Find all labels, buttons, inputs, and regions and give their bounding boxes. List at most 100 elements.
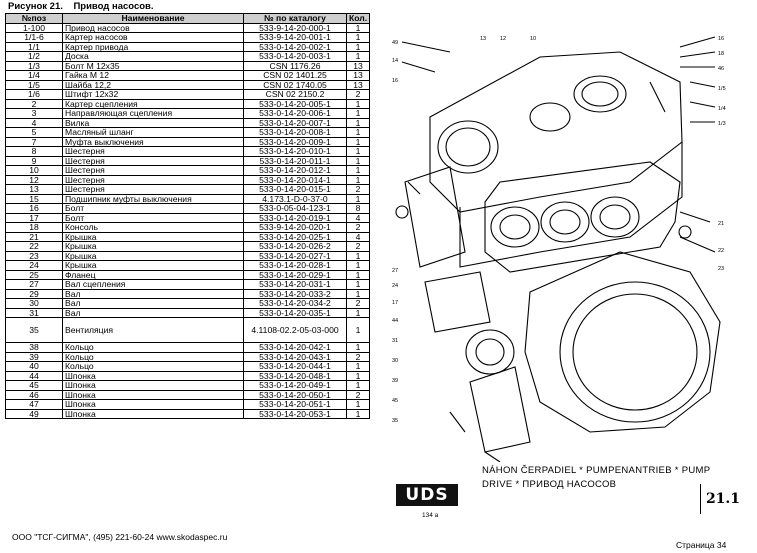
cell-position: 21 bbox=[5, 231, 63, 242]
cell-name: Штифт 12x32 bbox=[62, 89, 244, 100]
cell-position: 1/2 bbox=[5, 51, 63, 62]
svg-text:17: 17 bbox=[392, 300, 398, 306]
cell-quantity: 2 bbox=[345, 241, 371, 252]
cell-position: 23 bbox=[5, 250, 63, 261]
cell-name: Вентиляция bbox=[62, 317, 244, 343]
cell-position: 17 bbox=[5, 212, 63, 223]
svg-text:46: 46 bbox=[718, 66, 724, 72]
svg-text:45: 45 bbox=[392, 398, 398, 404]
cell-catalog-number: 533-0-14-20-031-1 bbox=[243, 279, 347, 290]
cell-position: 2 bbox=[5, 98, 63, 109]
cell-position: 4 bbox=[5, 117, 63, 128]
uds-logo: UDS 134 a bbox=[396, 484, 460, 522]
svg-text:27: 27 bbox=[392, 268, 398, 274]
cell-name: Подшипник муфты выключения bbox=[62, 193, 244, 204]
cell-quantity: 8 bbox=[345, 203, 371, 214]
cell-position: 1-100 bbox=[5, 22, 63, 33]
cell-name: Доска bbox=[62, 51, 244, 62]
cell-quantity: 1 bbox=[345, 155, 371, 166]
table-header-row: №поз Наименование № по каталогу Кол. bbox=[5, 13, 371, 24]
cell-position: 1/6 bbox=[5, 89, 63, 100]
cell-catalog-number: 533-0-14-20-015-1 bbox=[243, 184, 347, 195]
cell-position: 16 bbox=[5, 203, 63, 214]
clutch-opening bbox=[559, 281, 711, 423]
cell-quantity: 1 bbox=[345, 165, 371, 176]
pump-housing bbox=[429, 51, 683, 213]
cell-catalog-number: 533-0-14-20-034-2 bbox=[243, 298, 347, 309]
cell-position: 1/1 bbox=[5, 41, 63, 52]
cell-quantity: 1 bbox=[345, 408, 371, 419]
cell-name: Консоль bbox=[62, 222, 244, 233]
side-cover-plate bbox=[404, 166, 466, 268]
cell-position: 1/5 bbox=[5, 79, 63, 90]
svg-text:21: 21 bbox=[718, 221, 724, 227]
cell-position: 13 bbox=[5, 184, 63, 195]
cell-quantity: 1 bbox=[345, 260, 371, 271]
cell-quantity: 1 bbox=[345, 370, 371, 381]
cell-position: 5 bbox=[5, 127, 63, 138]
cell-name: Крышка bbox=[62, 250, 244, 261]
cell-name: Шестерня bbox=[62, 165, 244, 176]
svg-text:12: 12 bbox=[500, 36, 506, 42]
svg-text:1/3: 1/3 bbox=[718, 121, 726, 127]
cell-quantity: 1 bbox=[345, 399, 371, 410]
cell-quantity: 2 bbox=[345, 389, 371, 400]
cell-catalog-number: 533-0-14-20-050-1 bbox=[243, 389, 347, 400]
cell-catalog-number: CSN 02 2150.2 bbox=[243, 89, 347, 100]
cell-name: Картер насосов bbox=[62, 32, 244, 43]
col-header-quantity: Кол. bbox=[345, 13, 371, 24]
cell-quantity: 1 bbox=[345, 279, 371, 290]
cell-quantity: 2 bbox=[345, 184, 371, 195]
svg-text:16: 16 bbox=[718, 36, 724, 42]
svg-text:30: 30 bbox=[392, 358, 398, 364]
cell-position: 29 bbox=[5, 288, 63, 299]
logo-subtext: 134 a bbox=[422, 512, 439, 519]
cell-catalog-number: 533-0-14-20-044-1 bbox=[243, 361, 347, 372]
cell-position: 39 bbox=[5, 351, 63, 362]
cell-quantity: 1 bbox=[345, 380, 371, 391]
svg-text:24: 24 bbox=[392, 283, 398, 289]
cell-quantity: 1 bbox=[345, 174, 371, 185]
cell-name: Гайка М 12 bbox=[62, 70, 244, 81]
cell-catalog-number: CSN 1176.26 bbox=[243, 60, 347, 71]
cell-name: Картер привода bbox=[62, 41, 244, 52]
cell-name: Шестерня bbox=[62, 174, 244, 185]
cell-name: Шестерня bbox=[62, 184, 244, 195]
cell-name: Кольцо bbox=[62, 361, 244, 372]
cell-catalog-number: 4.1108-02.2-05-03-000 bbox=[243, 317, 347, 343]
cell-quantity: 2 bbox=[345, 89, 371, 100]
cell-position: 47 bbox=[5, 399, 63, 410]
svg-text:1/5: 1/5 bbox=[718, 86, 726, 92]
cell-catalog-number: 533-0-14-20-053-1 bbox=[243, 408, 347, 419]
cell-catalog-number: 533-0-14-20-002-1 bbox=[243, 41, 347, 52]
cell-name: Кольцо bbox=[62, 351, 244, 362]
cell-position: 27 bbox=[5, 279, 63, 290]
cell-position: 18 bbox=[5, 222, 63, 233]
cell-catalog-number: 533-0-14-20-005-1 bbox=[243, 98, 347, 109]
svg-text:13: 13 bbox=[480, 36, 486, 42]
cell-quantity: 1 bbox=[345, 108, 371, 119]
cell-position: 24 bbox=[5, 260, 63, 271]
caption-line-2: DRIVE * ПРИВОД НАСОСОВ bbox=[482, 479, 617, 490]
col-header-catalog-number: № по каталогу bbox=[243, 13, 347, 24]
cell-quantity: 1 bbox=[345, 317, 371, 343]
cell-name: Шестерня bbox=[62, 155, 244, 166]
cell-quantity: 1 bbox=[345, 342, 371, 353]
cell-catalog-number: 533-0-14-20-049-1 bbox=[243, 380, 347, 391]
cell-position: 30 bbox=[5, 298, 63, 309]
